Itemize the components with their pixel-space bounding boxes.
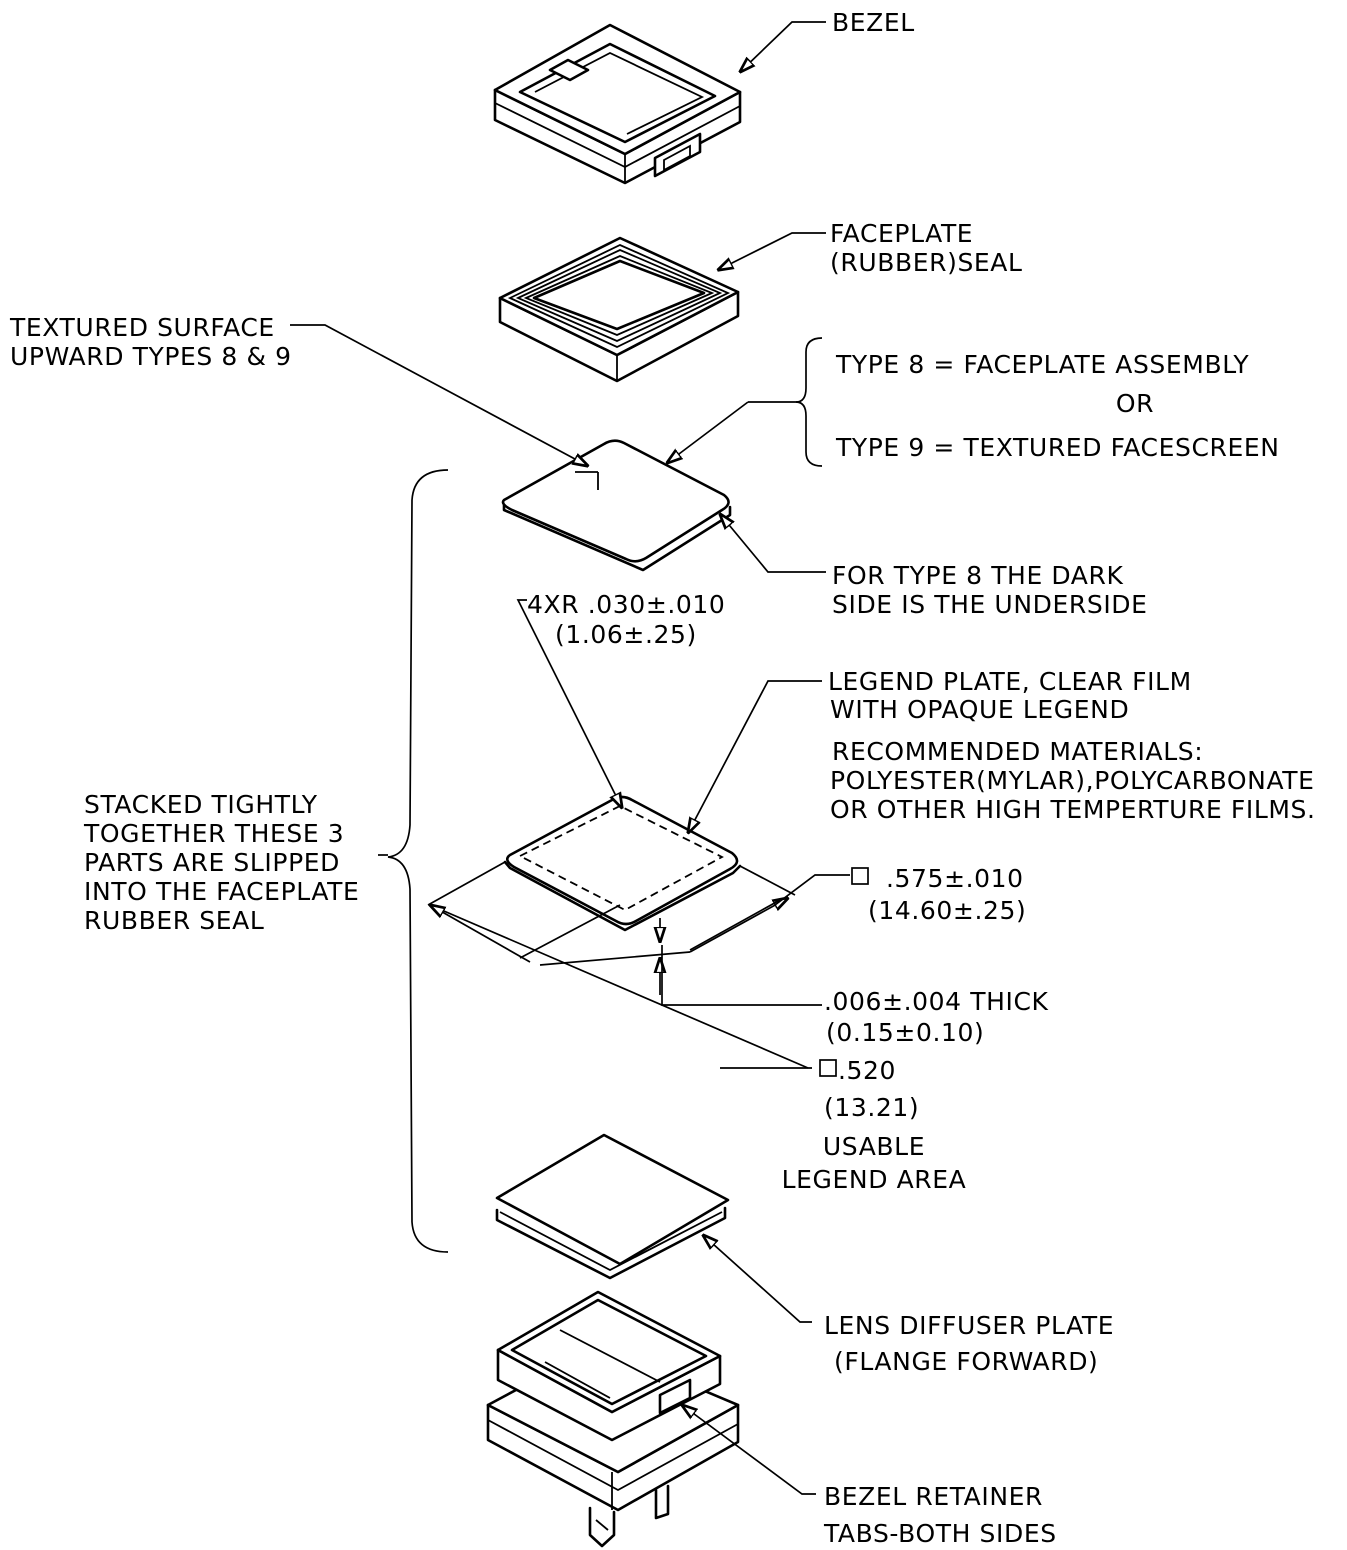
dark-side-label-line1: FOR TYPE 8 THE DARK bbox=[832, 561, 1123, 590]
housing-part bbox=[486, 1290, 740, 1548]
square-symbol-icon bbox=[819, 1059, 837, 1077]
lens-diffuser-label-line1: LENS DIFFUSER PLATE bbox=[824, 1311, 1114, 1340]
leader-lines bbox=[290, 21, 850, 1495]
materials-label-line3: OR OTHER HIGH TEMPERTURE FILMS. bbox=[830, 795, 1316, 824]
or-label: OR bbox=[1116, 389, 1154, 418]
legend-area-label: LEGEND AREA bbox=[782, 1165, 967, 1194]
textured-surface-label-line2: UPWARD TYPES 8 & 9 bbox=[10, 342, 292, 371]
stacked-label-line4: INTO THE FACEPLATE bbox=[84, 877, 359, 906]
facescreen-part bbox=[501, 439, 732, 572]
radius-label-line1: 4XR .030±.010 bbox=[527, 590, 725, 619]
lens-diffuser-label-line2: (FLANGE FORWARD) bbox=[834, 1347, 1098, 1376]
stacked-label-line2: TOGETHER THESE 3 bbox=[83, 819, 344, 848]
faceplate-seal-label-line2: (RUBBER)SEAL bbox=[830, 248, 1023, 277]
type-brace bbox=[795, 337, 823, 467]
usable-size-metric-label: (13.21) bbox=[824, 1093, 919, 1122]
bezel-part bbox=[493, 23, 742, 185]
faceplate-seal-part bbox=[498, 236, 740, 383]
retainer-label-line2: TABS-BOTH SIDES bbox=[823, 1519, 1057, 1548]
bezel-label: BEZEL bbox=[832, 8, 915, 37]
thickness-label-line2: (0.15±0.10) bbox=[826, 1018, 984, 1047]
faceplate-seal-label-line1: FACEPLATE bbox=[830, 219, 973, 248]
square-symbol-icon bbox=[851, 867, 869, 885]
materials-label-line2: POLYESTER(MYLAR),POLYCARBONATE bbox=[830, 766, 1315, 795]
legend-plate-label-line1: LEGEND PLATE, CLEAR FILM bbox=[828, 667, 1192, 696]
stack-brace bbox=[387, 469, 449, 1253]
lens-diffuser-part bbox=[495, 1133, 730, 1280]
materials-label-line1: RECOMMENDED MATERIALS: bbox=[832, 737, 1203, 766]
stacked-label-line3: PARTS ARE SLIPPED bbox=[84, 848, 340, 877]
type9-label: TYPE 9 = TEXTURED FACESCREEN bbox=[835, 433, 1280, 462]
usable-label: USABLE bbox=[823, 1132, 925, 1161]
radius-label-line2: (1.06±.25) bbox=[555, 620, 697, 649]
legend-plate-part bbox=[503, 795, 742, 932]
usable-size-label: .520 bbox=[838, 1056, 896, 1085]
dark-side-label-line2: SIDE IS THE UNDERSIDE bbox=[832, 590, 1148, 619]
textured-surface-label-line1: TEXTURED SURFACE bbox=[9, 313, 275, 342]
thickness-label-line1: .006±.004 THICK bbox=[824, 987, 1049, 1016]
stacked-label-line1: STACKED TIGHTLY bbox=[84, 790, 318, 819]
stacked-label-line5: RUBBER SEAL bbox=[84, 906, 264, 935]
type8-label: TYPE 8 = FACEPLATE ASSEMBLY bbox=[835, 350, 1249, 379]
outer-size-label-line2: (14.60±.25) bbox=[868, 896, 1026, 925]
outer-size-label-line1: .575±.010 bbox=[886, 864, 1024, 893]
legend-plate-label-line2: WITH OPAQUE LEGEND bbox=[830, 695, 1129, 724]
retainer-label-line1: BEZEL RETAINER bbox=[824, 1482, 1043, 1511]
